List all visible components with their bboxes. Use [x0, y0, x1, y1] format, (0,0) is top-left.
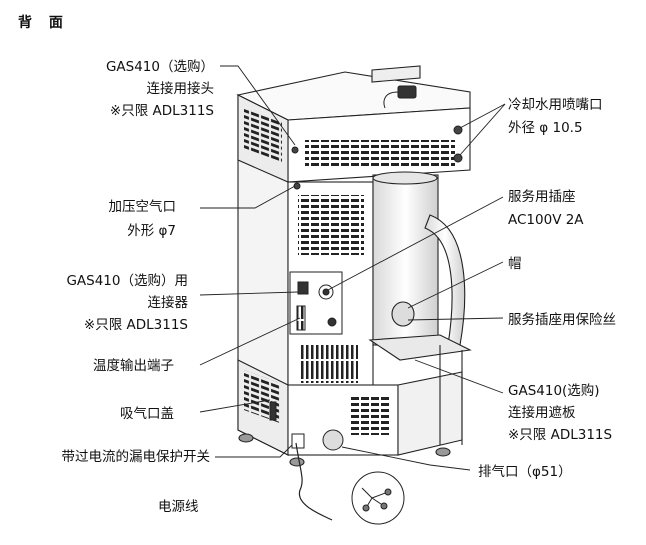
- label-temp-output: 温度输出端子: [93, 358, 174, 374]
- label-breaker: 带过电流的漏电保护开关: [61, 449, 211, 465]
- label-pressurized-air: 加压空气口 外形 φ7: [108, 199, 177, 239]
- page-title: 背 面: [18, 15, 69, 31]
- label-service-outlet: 服务用插座 AC100V 2A: [508, 189, 584, 228]
- label-cooling-water: 冷却水用喷嘴口 外径 φ 10.5: [508, 97, 603, 136]
- label-exhaust: 排气口（φ51）: [478, 464, 572, 480]
- connector-panel: [289, 271, 343, 335]
- label-cap: 帽: [508, 256, 522, 272]
- power-cord: [295, 442, 333, 521]
- vents: [244, 108, 455, 435]
- label-gas410-connector: GAS410（选购）用 连接器 ※只限 ADL311S: [66, 273, 188, 333]
- plug-detail: [351, 471, 405, 525]
- label-gas410-shield: GAS410(选购) 连接用遮板 ※只限 ADL311S: [508, 383, 613, 443]
- label-intake-cover: 吸气口盖: [120, 406, 174, 422]
- label-outlet-fuse: 服务插座用保险丝: [508, 312, 616, 328]
- label-gas410-joint: GAS410（选购） 连接用接头 ※只限 ADL311S: [105, 59, 214, 119]
- leader-lines: [199, 65, 506, 471]
- label-power-cord: 电源线: [158, 499, 199, 515]
